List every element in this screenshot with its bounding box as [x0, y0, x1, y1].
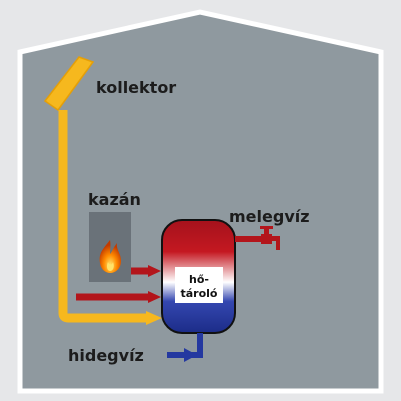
flame-icon: [99, 240, 121, 273]
collector-pipe-arrow: [146, 311, 162, 325]
faucet-icon: [260, 226, 280, 250]
hot-water-label: melegvíz: [229, 207, 310, 226]
cold-water-label: hidegvíz: [68, 346, 144, 365]
storage-tank-label-box: [175, 267, 223, 303]
boiler-to-tank-arrow-lower: [148, 291, 161, 303]
cold-water-arrow: [184, 348, 197, 362]
collector-pipe: [58, 110, 148, 323]
boiler-to-tank-arrow-upper: [148, 265, 161, 277]
collector-panel: [43, 56, 95, 112]
storage-label-line2: tároló: [181, 287, 218, 300]
boiler-label: kazán: [88, 190, 141, 209]
storage-label-line1: hő-: [189, 273, 209, 286]
collector-label: kollektor: [96, 78, 176, 97]
